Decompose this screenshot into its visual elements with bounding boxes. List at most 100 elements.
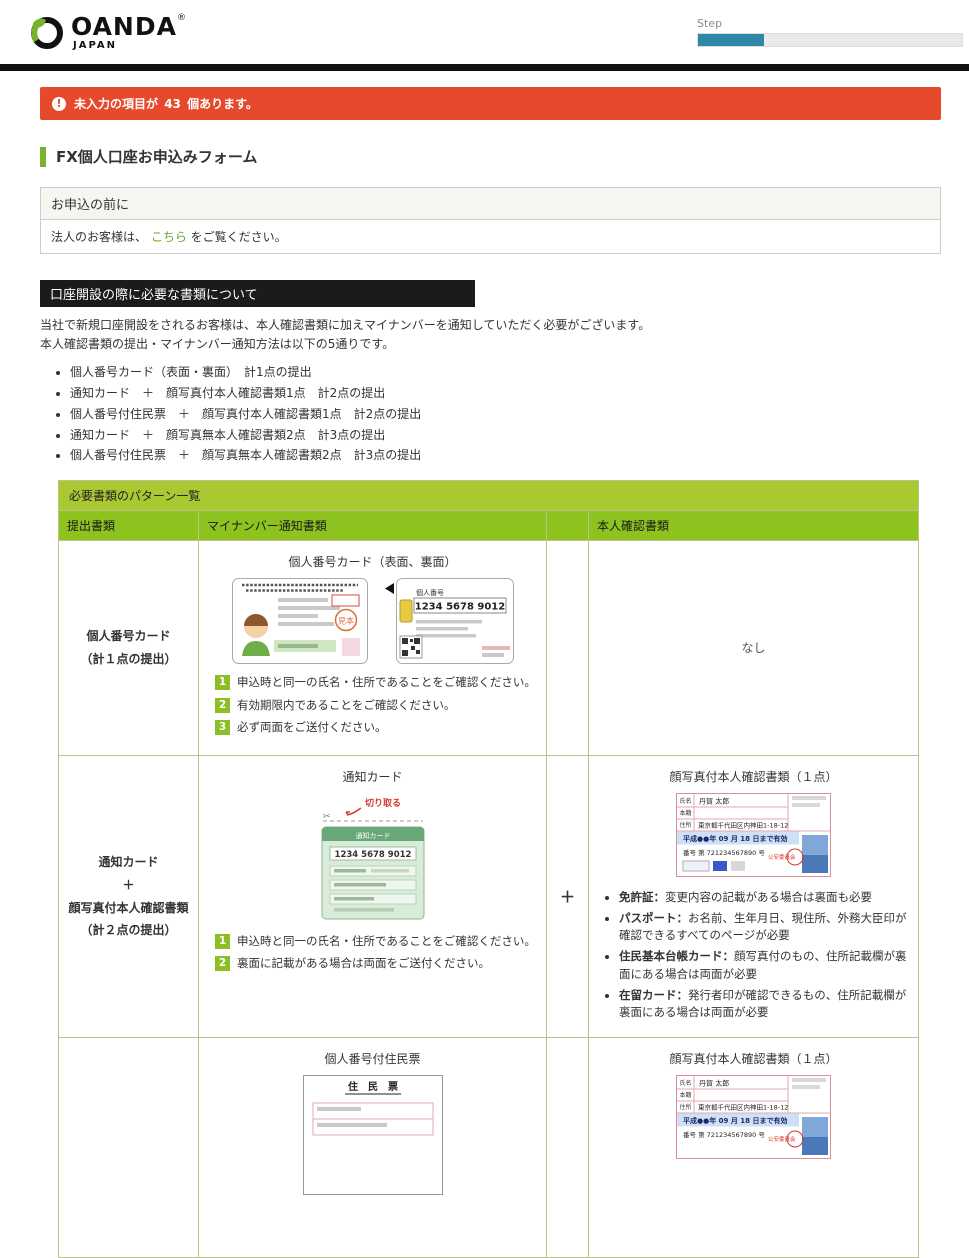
- svg-text:住所: 住所: [680, 821, 692, 829]
- photo-id-requirement: 在留カード：発行者印が確認できるもの、住所記載欄が裏面にある場合は両面が必要: [619, 987, 908, 1022]
- note-item: 2 有効期限内であることをご確認ください。: [215, 697, 536, 714]
- residence-record-images: 住 民 票: [209, 1075, 536, 1196]
- plus-cell: ＋: [546, 754, 589, 1039]
- column-header-plus: [546, 510, 589, 542]
- notification-card-notes: 1 申込時と同一の氏名・住所であることをご確認ください。 2 裏面に記載がある場…: [209, 933, 536, 972]
- submission-method-item: 通知カード ＋ 顔写真付本人確認書類1点 計2点の提出: [70, 384, 941, 404]
- svg-text:丹賀 太郎: 丹賀 太郎: [699, 1079, 729, 1088]
- plus-cell: [546, 540, 589, 756]
- required-docs-heading: 口座開設の際に必要な書類について: [40, 280, 475, 307]
- note-text: 申込時と同一の氏名・住所であることをご確認ください。: [237, 933, 536, 948]
- residence-record-title: 個人番号付住民票: [324, 1052, 421, 1067]
- mynumber-card-notes: 1 申込時と同一の氏名・住所であることをご確認ください。 2 有効期限内であるこ…: [209, 675, 536, 736]
- mynumber-card-back-image: 個人番号 1234 5678 9012: [384, 578, 514, 665]
- oanda-logo-icon: [31, 17, 63, 49]
- validation-alert: ! 未入力の項目が 43 個あります。: [40, 87, 941, 120]
- pre-application-body: 法人のお客様は、 こちら をご覧ください。: [51, 230, 287, 244]
- photo-id-requirement: 住民基本台帳カード：顔写真付のもの、住所記載欄が裏面にある場合は両面が必要: [619, 948, 908, 983]
- svg-text:氏名: 氏名: [680, 1079, 692, 1087]
- plus-cell: [546, 1037, 589, 1258]
- main-content: ! 未入力の項目が 43 個あります。 FX個人口座お申込みフォーム お申込の前…: [0, 71, 969, 1258]
- progress-fill: [698, 34, 764, 46]
- column-header-submit-docs: 提出書類: [58, 510, 199, 542]
- column-header-mynumber-docs: マイナンバー通知書類: [198, 510, 547, 542]
- intro-paragraph-2: 本人確認書類の提出・マイナンバー通知方法は以下の5通りです。: [40, 336, 395, 351]
- identity-doc-cell: 顔写真付本人確認書類（１点） 氏名: [587, 1037, 920, 1258]
- table-row-residence-record: 個人番号付住民票 住 民 票: [58, 1037, 920, 1258]
- svg-text:本籍: 本籍: [680, 809, 692, 817]
- svg-text:番号 第 721234567890 号: 番号 第 721234567890 号: [683, 848, 765, 857]
- submit-doc-cell: 個人番号カード （計１点の提出）: [58, 540, 199, 756]
- table-caption-row: 必要書類のパターン一覧: [57, 480, 920, 512]
- brand-name: OANDA®: [71, 11, 187, 41]
- submission-methods-list: 個人番号カード（表面・裏面） 計1点の提出 通知カード ＋ 顔写真付本人確認書類…: [70, 363, 941, 466]
- submit-doc-cell: 通知カード ＋ 顔写真付本人確認書類 （計２点の提出）: [58, 754, 199, 1039]
- photo-id-requirement: 免許証：変更内容の記載がある場合は裏面も必要: [619, 889, 908, 906]
- note-item: 3 必ず両面をご送付ください。: [215, 720, 536, 736]
- identity-doc-cell: 顔写真付本人確認書類（１点） 氏名: [587, 754, 920, 1039]
- mynumber-card-title: 個人番号カード（表面、裏面）: [288, 555, 457, 570]
- note-item: 1 申込時と同一の氏名・住所であることをご確認ください。: [215, 933, 536, 950]
- svg-text:切り取る: 切り取る: [365, 798, 401, 809]
- scissors-icon: ✂: [323, 812, 331, 822]
- qr-code: [399, 635, 422, 659]
- svg-text:通知カード: 通知カード: [355, 831, 390, 840]
- mynumber-doc-cell: 個人番号カード（表面、裏面）: [198, 540, 547, 756]
- svg-text:1234 5678 9012: 1234 5678 9012: [414, 602, 505, 613]
- juminhyo-image: 住 民 票: [302, 1075, 443, 1196]
- photo-id-title: 顔写真付本人確認書類（１点）: [669, 1052, 838, 1067]
- submission-method-item: 個人番号付住民票 ＋ 顔写真付本人確認書類1点 計2点の提出: [70, 405, 941, 425]
- alert-text: 未入力の項目が 43 個あります。: [74, 97, 258, 111]
- note-item: 2 裏面に記載がある場合は両面をご送付ください。: [215, 956, 536, 972]
- photo-id-requirements-list: 免許証：変更内容の記載がある場合は裏面も必要 パスポート：お名前、生年月日、現住…: [619, 889, 908, 1022]
- alert-count: 43: [164, 97, 181, 111]
- svg-text:本籍: 本籍: [680, 1091, 692, 1099]
- note-item: 1 申込時と同一の氏名・住所であることをご確認ください。: [215, 675, 536, 691]
- photo-id-images: 氏名 丹賀 太郎 本籍 住所 東京都千代田区内神田1-18-12 平成●●年 0…: [599, 792, 908, 877]
- note-badge: 1: [215, 933, 230, 949]
- brand-subtitle: JAPAN: [73, 39, 117, 51]
- notification-card-image: 切り取る ✂ 通知カード 1234 5678 9012: [321, 798, 424, 920]
- page-title-accent-bar: [40, 146, 46, 167]
- plus-sign: ＋: [122, 877, 135, 892]
- photo-id-images: 氏名 丹賀 太郎 本籍 住所 東京都千代田区内神田1-18-12 平成●●年 0…: [599, 1075, 908, 1160]
- svg-text:見本: 見本: [338, 616, 354, 626]
- corporate-customers-link[interactable]: こちら: [150, 230, 187, 244]
- note-badge: 2: [215, 956, 230, 972]
- step-label: Step: [697, 17, 723, 30]
- submission-method-item: 通知カード ＋ 顔写真無本人確認書類2点 計3点の提出: [70, 426, 941, 446]
- svg-text:住 民 票: 住 民 票: [348, 1080, 398, 1093]
- submit-doc-cell: [58, 1037, 199, 1258]
- svg-text:1234 5678 9012: 1234 5678 9012: [334, 850, 411, 860]
- identity-doc-cell: なし: [587, 540, 920, 756]
- oanda-logo: OANDA® JAPAN: [28, 11, 187, 51]
- intro-paragraph-1: 当社で新規口座開設をされるお客様は、本人確認書類に加えマイナンバーを通知していた…: [40, 318, 651, 332]
- svg-text:個人番号: 個人番号: [416, 588, 444, 597]
- category-boxes: [682, 860, 746, 872]
- mynumber-card-images: 見本: [209, 578, 536, 665]
- notification-card-title: 通知カード: [342, 769, 403, 784]
- svg-text:番号 第 721234567890 号: 番号 第 721234567890 号: [683, 1130, 765, 1139]
- table-caption: 必要書類のパターン一覧: [57, 480, 920, 512]
- column-header-identity-docs: 本人確認書類: [587, 510, 920, 542]
- note-badge: 1: [215, 675, 230, 691]
- svg-text:平成●●年 09 月 18 日まで有効: 平成●●年 09 月 18 日まで有効: [683, 834, 787, 843]
- svg-text:丹賀 太郎: 丹賀 太郎: [699, 796, 729, 805]
- required-docs-table: 必要書類のパターン一覧 提出書類 マイナンバー通知書類 本人確認書類 個人番号カ…: [57, 480, 920, 1258]
- alert-icon: !: [52, 96, 66, 111]
- svg-text:住所: 住所: [680, 1103, 692, 1111]
- submission-method-item: 個人番号付住民票 ＋ 顔写真無本人確認書類2点 計3点の提出: [70, 446, 941, 466]
- brand-text-block: OANDA® JAPAN: [71, 11, 187, 51]
- mynumber-doc-cell: 個人番号付住民票 住 民 票: [198, 1037, 547, 1258]
- note-text: 有効期限内であることをご確認ください。: [237, 697, 456, 712]
- note-text: 申込時と同一の氏名・住所であることをご確認ください。: [237, 675, 536, 690]
- table-row-mynumber-card: 個人番号カード （計１点の提出） 個人番号カード（表面、裏面）: [58, 540, 920, 756]
- note-text: 必ず両面をご送付ください。: [237, 720, 387, 735]
- notification-card-body: 通知カード 1234 5678 9012: [321, 826, 424, 920]
- brand-registered-mark: ®: [176, 12, 187, 23]
- progress-track: [697, 33, 963, 47]
- note-badge: 3: [215, 720, 230, 736]
- avatar: [241, 614, 270, 657]
- ic-chip: [399, 599, 412, 623]
- submission-method-item: 個人番号カード（表面・裏面） 計1点の提出: [70, 363, 941, 383]
